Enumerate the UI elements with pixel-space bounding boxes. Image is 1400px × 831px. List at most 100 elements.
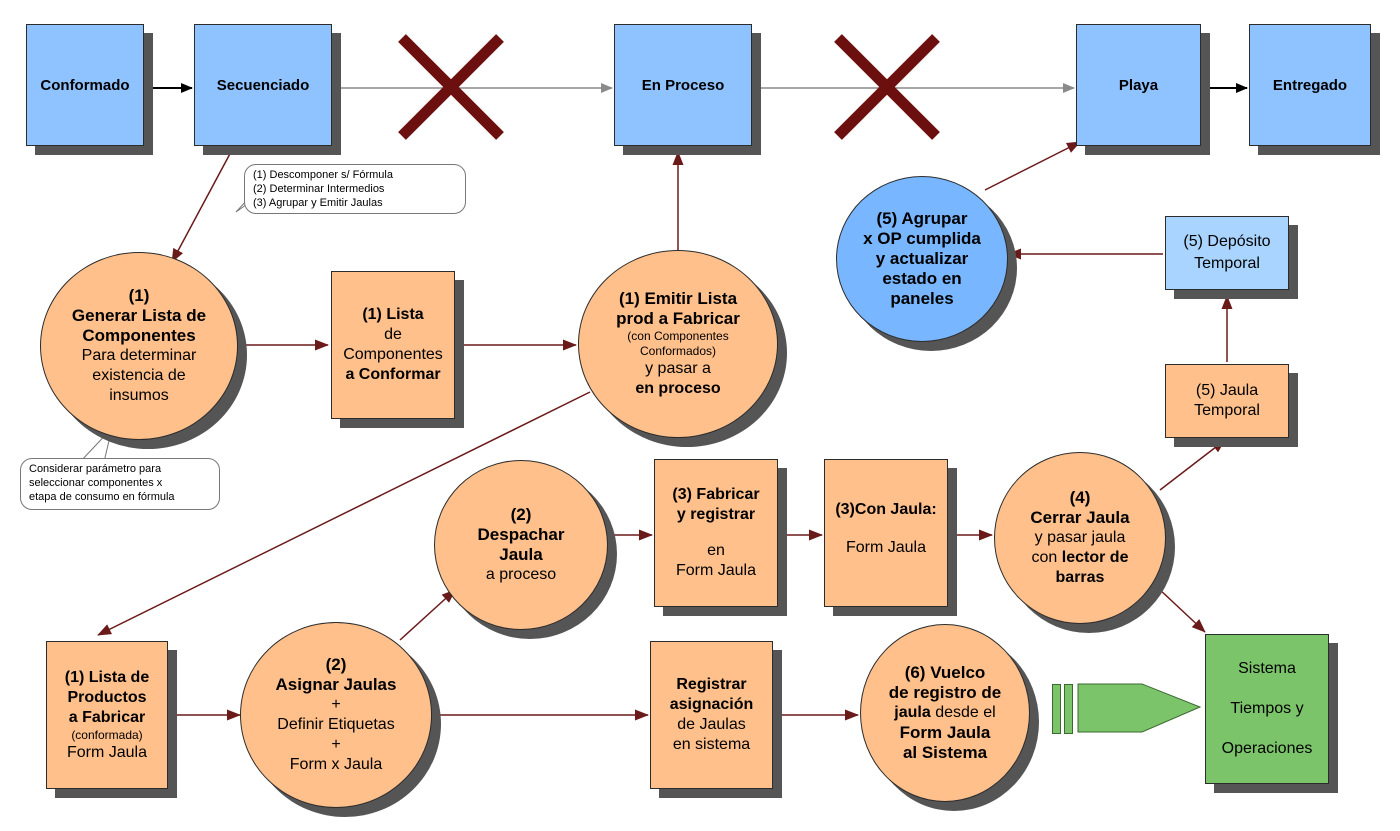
task-text: desde el — [935, 704, 996, 721]
blocked-cross-2 — [834, 34, 940, 140]
callout-line: (2) Determinar Intermedios — [253, 183, 385, 195]
doc-title: a Conformar — [345, 366, 441, 383]
doc-lista-productos: (1) Lista de Productos a Fabricar (confo… — [46, 641, 168, 789]
state-conformado: Conformado — [26, 24, 144, 146]
task-title: lector de — [1061, 549, 1129, 566]
state-label: En Proceso — [641, 76, 725, 94]
task-title: jaula — [894, 704, 931, 721]
blocked-cross-1 — [398, 34, 504, 140]
task-step: (2) — [325, 655, 347, 674]
store-deposito-temporal: (5) Depósito Temporal — [1165, 216, 1289, 290]
task-step: (4) — [1069, 488, 1091, 507]
doc-note: (conformada) — [71, 727, 143, 742]
task-title: (1) Emitir Lista — [618, 289, 738, 308]
task-text: existencia de — [92, 367, 186, 384]
task-despachar-jaula: (2) Despachar Jaula a proceso — [434, 460, 608, 630]
task-text: y pasar jaula — [1034, 529, 1126, 546]
callout-line: Considerar parámetro para — [29, 463, 162, 475]
task-text: Definir Etiquetas — [277, 716, 395, 733]
doc-title: y registrar — [676, 506, 756, 523]
arrow-agrupar-playa — [984, 141, 1081, 191]
doc-text: de — [384, 326, 402, 343]
doc-title: (1) Lista de — [64, 668, 150, 686]
task-title: x OP cumplida — [863, 229, 981, 248]
doc-text: Form Jaula — [66, 743, 148, 761]
task-asignar-jaulas: (2) Asignar Jaulas + Definir Etiquetas +… — [240, 622, 432, 808]
doc-title: (3) Fabricar — [672, 486, 760, 503]
task-text-row: jaula desde el — [894, 703, 995, 723]
doc-registrar-asignacion: Registrar asignación de Jaulas en sistem… — [650, 641, 773, 789]
task-title: de registro de — [888, 683, 1002, 702]
task-title: al Sistema — [902, 743, 988, 762]
task-note: (con Componentes — [627, 329, 729, 343]
task-step: (1) — [128, 286, 150, 305]
arrow-cerrar-jaula-temporal — [1159, 439, 1226, 491]
system-tiempos-operaciones: Sistema Tiempos y Operaciones — [1205, 634, 1329, 784]
state-playa: Playa — [1076, 24, 1201, 146]
doc-fabricar-registrar: (3) Fabricar y registrar en Form Jaula — [654, 459, 778, 607]
task-note: Conformados) — [639, 344, 717, 358]
system-text: Sistema — [1238, 660, 1296, 677]
task-text: Para determinar — [81, 347, 197, 364]
task-text-row: con lector de — [1032, 548, 1129, 568]
task-generar-lista: (1) Generar Lista de Componentes Para de… — [40, 252, 238, 440]
state-label: Conformado — [40, 76, 130, 94]
doc-title: a Fabricar — [68, 708, 146, 726]
task-title: barras — [1055, 569, 1105, 586]
task-title: Cerrar Jaula — [1030, 508, 1130, 527]
store-text: Temporal — [1194, 255, 1260, 272]
task-text: + — [331, 736, 341, 753]
task-vuelco-registro: (6) Vuelco de registro de jaula desde el… — [860, 624, 1030, 802]
system-text: Operaciones — [1221, 740, 1313, 757]
callout-line: (3) Agrupar y Emitir Jaulas — [253, 197, 383, 209]
doc-con-jaula: (3)Con Jaula: Form Jaula — [824, 459, 948, 607]
doc-text: Componentes — [343, 346, 443, 363]
doc-lista-componentes: (1) Lista de Componentes a Conformar — [331, 271, 455, 419]
task-step: (2) — [510, 505, 532, 524]
callout-line: etapa de consumo en fórmula — [29, 491, 175, 503]
state-entregado: Entregado — [1249, 24, 1371, 146]
doc-text: en sistema — [672, 736, 751, 753]
state-label: Secuenciado — [216, 76, 310, 94]
callout-line: seleccionar componentes x — [29, 477, 163, 489]
store-jaula-temporal: (5) Jaula Temporal — [1165, 364, 1289, 438]
task-title: Despachar — [477, 525, 565, 544]
task-title: prod a Fabricar — [616, 309, 740, 328]
task-title: Jaula — [499, 545, 543, 564]
state-secuenciado: Secuenciado — [194, 24, 332, 146]
system-feed-bar — [1052, 684, 1061, 734]
arrow-cerrar-sistema — [1157, 587, 1206, 633]
task-text: + — [331, 696, 341, 713]
task-cerrar-jaula: (4) Cerrar Jaula y pasar jaula con lecto… — [994, 452, 1166, 624]
arrow-emitir-lista-productos — [97, 391, 591, 636]
task-text: a proceso — [485, 566, 557, 583]
doc-text: en — [707, 542, 725, 559]
state-label: Entregado — [1272, 76, 1348, 94]
doc-title: Productos — [67, 688, 147, 706]
arrow-secuenciado-generar — [171, 149, 233, 263]
task-text: y pasar a — [645, 360, 711, 377]
doc-title: asignación — [669, 696, 754, 713]
task-text: Form x Jaula — [289, 756, 383, 773]
callout-secuenciado: (1) Descomponer s/ Fórmula (2) Determina… — [244, 164, 466, 214]
store-text: (5) Jaula — [1195, 382, 1259, 399]
doc-text: de Jaulas — [677, 716, 746, 733]
task-title: Componentes — [82, 326, 196, 345]
task-title: en proceso — [635, 380, 721, 397]
task-title: (6) Vuelco — [904, 663, 986, 682]
callout-line: (1) Descomponer s/ Fórmula — [253, 169, 393, 181]
arrow-asignar-despachar — [399, 589, 456, 641]
callout-consumo: Considerar parámetro para seleccionar co… — [20, 458, 220, 510]
task-emitir-lista: (1) Emitir Lista prod a Fabricar (con Co… — [578, 250, 778, 438]
task-title: Generar Lista de — [71, 306, 207, 325]
doc-text: Form Jaula — [675, 562, 757, 579]
doc-title: Registrar — [676, 676, 747, 693]
task-title: paneles — [890, 289, 954, 308]
store-text: (5) Depósito — [1183, 233, 1271, 250]
task-title: Form Jaula — [899, 723, 991, 742]
task-title: y actualizar — [875, 249, 969, 268]
state-label: Playa — [1118, 76, 1159, 94]
task-text: insumos — [109, 387, 169, 404]
task-title: estado en — [882, 269, 962, 288]
